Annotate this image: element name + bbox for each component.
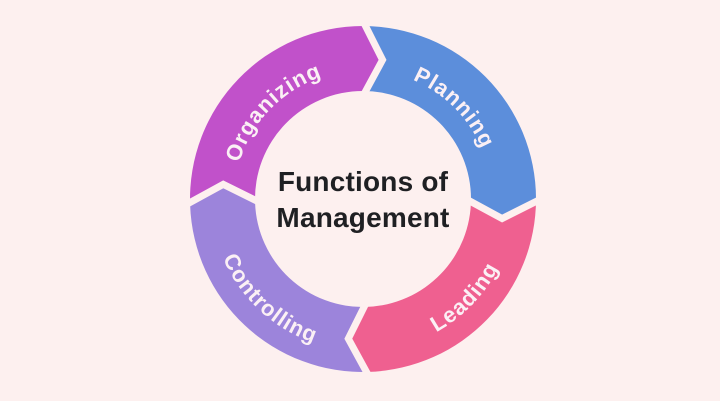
diagram-title-line2: Management [276,202,450,234]
segment-leading [348,199,536,372]
segment-planning [363,26,536,219]
segment-gap-organizing [183,180,262,209]
segment-organizing [190,26,383,206]
diagram-title: Functions of Management [276,164,449,237]
segment-gap-leading [464,195,543,223]
segment-controlling [190,184,370,372]
segment-gap-planning [359,19,387,98]
diagram-title-line1: Functions of [277,166,449,198]
segment-gap-controlling [344,300,373,379]
